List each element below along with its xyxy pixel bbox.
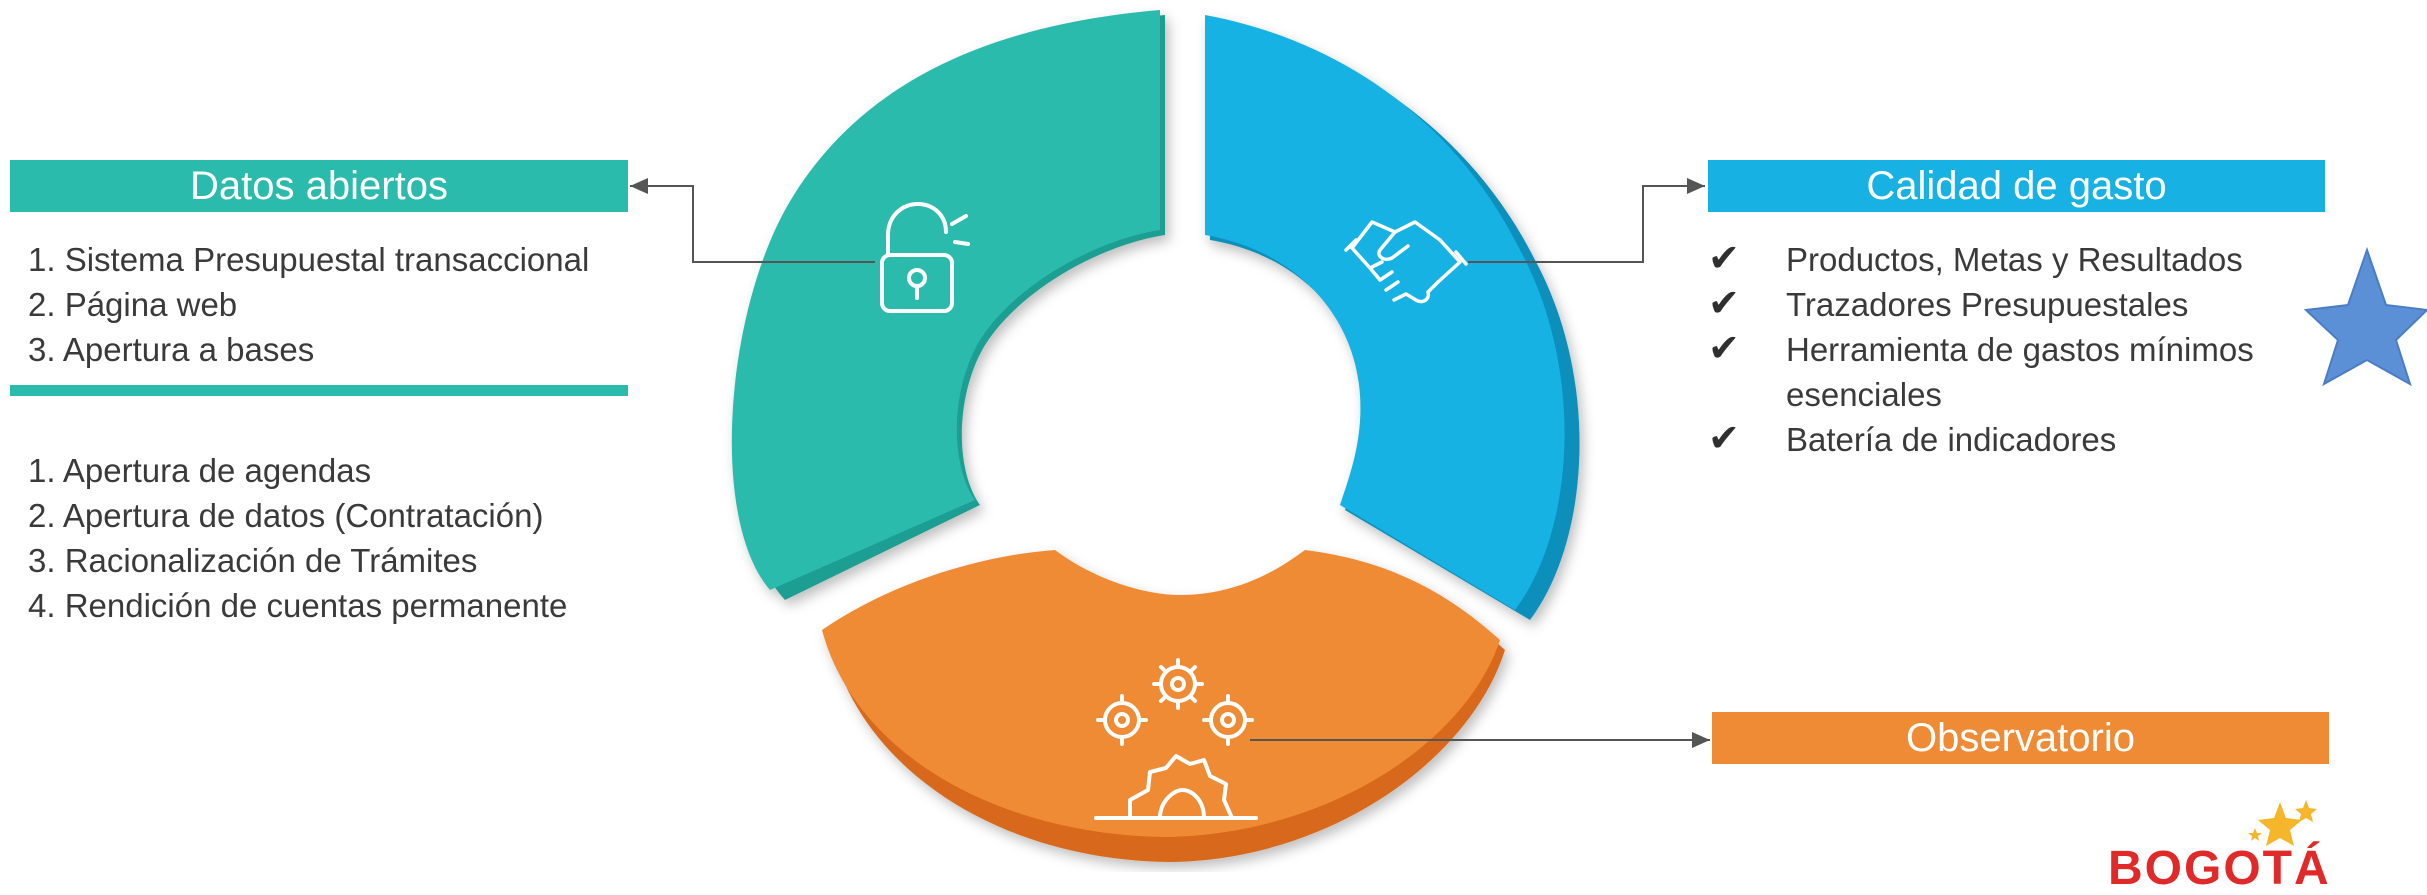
list-item: ✔Trazadores Presupuestales	[1708, 283, 2189, 325]
list-item: ✔Productos, Metas y Resultados	[1708, 238, 2243, 280]
list-item: 2. Apertura de datos (Contratación)	[28, 497, 544, 534]
logo-bogota: BOGOTÁ	[2108, 842, 2331, 895]
check-icon: ✔	[1708, 238, 1740, 280]
divider	[10, 385, 628, 396]
logo-stars	[2248, 800, 2317, 846]
handshake-icon	[1344, 220, 1468, 304]
check-icon: ✔	[1708, 418, 1740, 460]
check-icon: ✔	[1708, 283, 1740, 325]
connector-left	[630, 178, 875, 263]
gears-icon	[1094, 658, 1258, 820]
list-datos-abiertos-2: 1. Apertura de agendas 2. Apertura de da…	[28, 448, 567, 628]
padlock-open-icon	[880, 202, 970, 313]
cycle-diagram	[630, 10, 2427, 862]
list-item: ✔Batería de indicadores	[1708, 418, 2117, 460]
star-icon	[2303, 246, 2427, 387]
title-observatorio: Observatorio	[1712, 712, 2329, 764]
list-calidad-gasto: ✔Productos, Metas y Resultados ✔Trazador…	[1708, 237, 2308, 462]
list-item: 3. Racionalización de Trámites	[28, 542, 478, 579]
check-icon: ✔	[1708, 328, 1740, 370]
list-item: 4. Rendición de cuentas permanente	[28, 587, 568, 624]
segment-datos-abiertos	[731, 10, 1165, 600]
list-item: 1. Apertura de agendas	[28, 452, 372, 489]
title-datos-abiertos: Datos abiertos	[10, 160, 628, 212]
list-item: 2. Página web	[28, 286, 238, 323]
connector-right	[1468, 178, 1705, 263]
list-item: 1. Sistema Presupuestal transaccional	[28, 241, 590, 278]
list-item: ✔Herramienta de gastos mínimos esenciale…	[1708, 328, 2254, 413]
title-calidad-gasto: Calidad de gasto	[1708, 160, 2325, 212]
segment-calidad-gasto	[1205, 15, 1580, 620]
list-item: 3. Apertura a bases	[28, 331, 315, 368]
list-datos-abiertos-1: 1. Sistema Presupuestal transaccional 2.…	[28, 237, 589, 372]
segment-observatorio	[822, 550, 1505, 862]
